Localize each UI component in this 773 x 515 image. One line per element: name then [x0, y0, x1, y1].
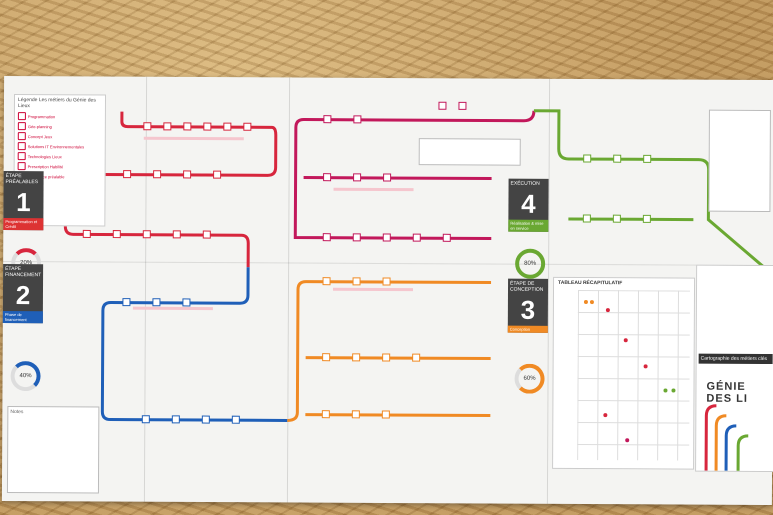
square-icon: [17, 132, 26, 141]
legend-item: Solutions IT Environnementales: [15, 141, 105, 151]
legend-item: Technologies Lieux: [15, 151, 105, 161]
table-dot: [589, 300, 594, 305]
cover-panel: Cartographie des métiers clés GÉNIE DES …: [695, 264, 773, 473]
orange-line: [287, 280, 492, 422]
table-dot: [625, 438, 630, 443]
notes-box: [708, 109, 771, 213]
phase-4: Exécution 4 Réalisation & mise en servic…: [508, 178, 549, 232]
progress-ring-3: 60%: [514, 363, 545, 394]
table-dot: [643, 364, 648, 369]
table-dot: [603, 413, 608, 418]
table-dot: [663, 388, 668, 393]
phase-1: Étape Préalables 1 Programmation et Créd…: [3, 170, 44, 231]
table-title: TABLEAU RÉCAPITULATIF: [558, 279, 623, 287]
legend-title: Légende Les métiers du Génie des Lieux: [17, 97, 96, 110]
magenta-line: [293, 110, 536, 241]
notes-box: [418, 138, 521, 166]
cover-lines: [704, 404, 749, 471]
metro-lines: [63, 101, 773, 424]
phase-2: Étape Financement 2 Phase de financement: [2, 263, 44, 324]
blue-line: [100, 267, 288, 422]
progress-ring-4: 80%: [515, 248, 546, 279]
table-dot: [605, 308, 610, 313]
table-dot: [623, 338, 628, 343]
poster: Légende Les métiers du Génie des Lieux P…: [1, 75, 773, 506]
square-icon: [17, 152, 26, 161]
table-dot: [671, 388, 676, 393]
phase-3: Étape de Conception 3 Conception: [507, 278, 549, 333]
table-dot: [583, 300, 588, 305]
legend-item: Concept Jeux: [15, 131, 105, 141]
summary-table: TABLEAU RÉCAPITULATIF: [552, 276, 696, 470]
legend-item: Géo-planning: [15, 121, 105, 131]
square-icon: [17, 162, 26, 171]
progress-ring-2: 40%: [10, 361, 41, 392]
square-icon: [17, 122, 26, 131]
red-line: [63, 111, 278, 268]
legend-item: Prescription Habilité: [15, 161, 105, 171]
square-icon: [17, 112, 26, 121]
table-grid: [577, 289, 691, 461]
notes-box: Notes: [6, 406, 100, 494]
square-icon: [17, 142, 26, 151]
legend-item: Programmation: [15, 111, 105, 121]
